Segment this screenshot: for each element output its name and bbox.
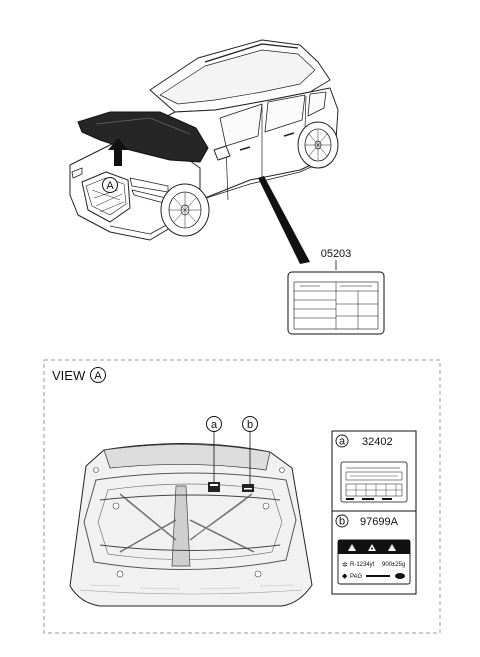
car-callout-a: A (102, 177, 118, 193)
legend-b: b 97699A ✲ R-1234yf 900±25g ◆ PAG (335, 514, 411, 585)
callout-a: a (206, 416, 222, 482)
hood-raised (77, 111, 209, 163)
car-illustration (69, 39, 339, 241)
svg-text:A: A (106, 180, 114, 192)
oil-glyph: ◆ (342, 573, 348, 580)
svg-text:PAG: PAG (350, 574, 363, 580)
svg-text:a: a (339, 436, 346, 448)
svg-text:97699A: 97699A (360, 516, 399, 528)
view-direction-arrow (108, 138, 128, 166)
svg-text:VIEW: VIEW (52, 368, 86, 383)
svg-text:32402: 32402 (362, 436, 393, 448)
legend-box: a 32402 b 97699A (331, 430, 417, 595)
view-a-panel (43, 359, 441, 634)
refrigerant-glyph: ✲ (342, 561, 348, 569)
hood-underside (69, 442, 313, 607)
svg-text:900±25g: 900±25g (382, 562, 405, 568)
view-a-title: VIEW A (52, 367, 106, 383)
svg-text:A: A (94, 370, 102, 382)
svg-text:b: b (247, 419, 253, 431)
legend-a: a 32402 (335, 434, 408, 503)
callout-b: b (242, 416, 258, 484)
svg-text:R-1234yf: R-1234yf (350, 562, 375, 568)
part-number-05203: 05203 (321, 248, 352, 260)
svg-text:b: b (339, 516, 345, 528)
tire-info-label (287, 271, 385, 335)
label-leader-line (258, 176, 310, 264)
hood-label-a-marker (208, 482, 220, 492)
svg-text:a: a (211, 419, 218, 431)
